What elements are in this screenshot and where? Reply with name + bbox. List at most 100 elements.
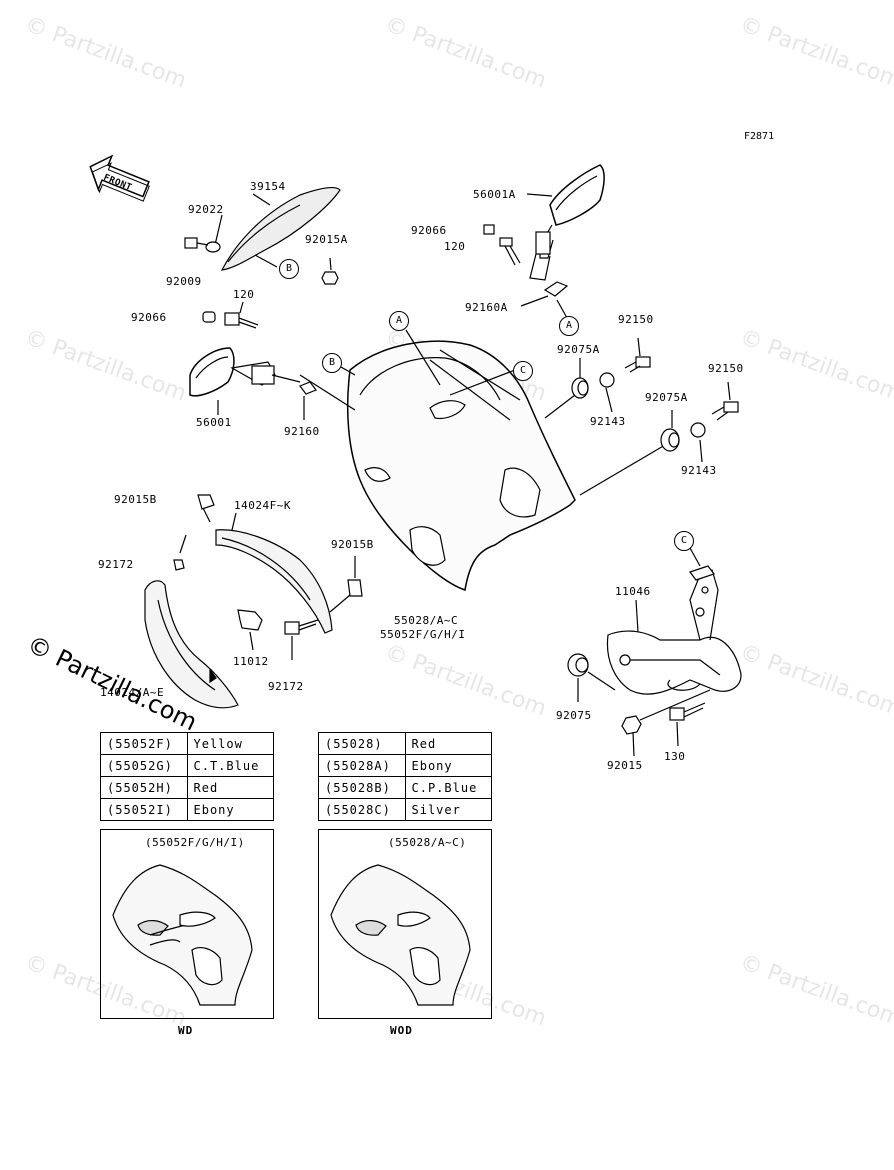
part-label-130: 130 <box>664 750 686 763</box>
part-label-92075A-a: 92075A <box>557 343 600 356</box>
part-label-92075A-b: 92075A <box>645 391 688 404</box>
upper-cowl-55028 <box>346 340 576 591</box>
table-cell-code: (55052F) <box>100 732 188 755</box>
part-label-92172-left: 92172 <box>98 558 134 571</box>
table-row: (55028A) Ebony <box>318 754 492 777</box>
washer-92022 <box>205 241 221 253</box>
part-label-92075: 92075 <box>556 709 592 722</box>
part-label-55028AC: 55028/A~C <box>394 614 459 627</box>
variant-panel-wd <box>100 829 274 1019</box>
cowl-variant-wd-illustration <box>112 864 253 1006</box>
plate-92160A <box>543 281 569 297</box>
lower-panel-14024AE <box>144 580 239 709</box>
table-cell-color: Yellow <box>186 732 274 755</box>
front-arrow-icon <box>89 154 150 202</box>
part-label-55052FGHI: 55052F/G/H/I <box>380 628 466 641</box>
callout-a-mirror: A <box>559 316 579 336</box>
table-cell-code: (55028C) <box>318 798 406 821</box>
callout-b-cover: B <box>279 259 299 279</box>
part-label-92172-bottom: 92172 <box>268 680 304 693</box>
part-label-92022: 92022 <box>188 203 224 216</box>
part-label-14024FK: 14024F~K <box>234 499 291 512</box>
bracket-11012 <box>237 609 263 631</box>
collar-92143-b <box>690 422 706 438</box>
callout-c-cowl: C <box>513 361 533 381</box>
part-label-92066-right: 92066 <box>411 224 447 237</box>
table-cell-code: (55028) <box>318 732 406 755</box>
stay-11046 <box>606 565 742 695</box>
table-cell-color: C.P.Blue <box>404 776 492 799</box>
part-label-92143-a: 92143 <box>590 415 626 428</box>
inner-panel-14024FK <box>215 529 333 634</box>
part-label-120-right: 120 <box>444 240 466 253</box>
part-label-120-left: 120 <box>233 288 255 301</box>
table-row: (55028C) Silver <box>318 798 492 821</box>
clip-92015B-right <box>347 579 363 597</box>
callout-c-stay: C <box>674 531 694 551</box>
table-cell-code: (55028A) <box>318 754 406 777</box>
table-row: (55052G) C.T.Blue <box>100 754 274 777</box>
part-label-56001: 56001 <box>196 416 232 429</box>
part-label-92150-b: 92150 <box>708 362 744 375</box>
cap-92066-right <box>483 224 495 235</box>
part-label-92015A: 92015A <box>305 233 348 246</box>
grommet-92075 <box>567 653 589 677</box>
part-label-11012: 11012 <box>233 655 269 668</box>
table-row: (55052I) Ebony <box>100 798 274 821</box>
table-cell-code: (55052G) <box>100 754 188 777</box>
screw-92172-left <box>173 559 185 571</box>
table-cell-color: Red <box>186 776 274 799</box>
part-label-92009: 92009 <box>166 275 202 288</box>
clip-92015B-left <box>197 494 215 510</box>
variant-panel-wod <box>318 829 492 1019</box>
part-label-92160A: 92160A <box>465 301 508 314</box>
cowl-variant-wod-illustration <box>330 864 471 1006</box>
table-row: (55028) Red <box>318 732 492 755</box>
nut-92015A <box>321 271 339 285</box>
table-cell-code: (55052H) <box>100 776 188 799</box>
bolt-92150-b <box>711 401 739 421</box>
mirror-56001 <box>189 347 301 397</box>
part-label-14024AE: 14024/A~E <box>100 686 165 699</box>
grommet-92075A-a <box>571 377 589 399</box>
color-table-55028: (55028) Red (55028A) Ebony (55028B) C.P.… <box>318 732 492 821</box>
part-label-92015: 92015 <box>607 759 643 772</box>
part-label-92150-a: 92150 <box>618 313 654 326</box>
callout-a-top: A <box>389 311 409 331</box>
part-label-92015B-right: 92015B <box>331 538 374 551</box>
variant-panel-wod-title: (55028/A~C) <box>388 836 467 849</box>
screw-92172-bottom <box>284 619 319 635</box>
cap-92066-left <box>202 311 216 323</box>
table-cell-code: (55028B) <box>318 776 406 799</box>
table-cell-color: Ebony <box>186 798 274 821</box>
part-label-92160: 92160 <box>284 425 320 438</box>
table-cell-code: (55052I) <box>100 798 188 821</box>
table-row: (55052F) Yellow <box>100 732 274 755</box>
variant-panel-wod-label: WOD <box>390 1024 413 1037</box>
table-cell-color: C.T.Blue <box>186 754 274 777</box>
table-row: (55028B) C.P.Blue <box>318 776 492 799</box>
color-table-55052: (55052F) Yellow (55052G) C.T.Blue (55052… <box>100 732 274 821</box>
nut-92015 <box>621 715 642 735</box>
table-row: (55052H) Red <box>100 776 274 799</box>
cover-39154 <box>220 186 341 271</box>
plate-92160 <box>299 381 317 395</box>
bolt-120-left <box>224 312 259 329</box>
table-cell-color: Silver <box>404 798 492 821</box>
table-cell-color: Red <box>404 732 492 755</box>
table-cell-color: Ebony <box>404 754 492 777</box>
collar-92143-a <box>599 372 615 388</box>
screw-92009 <box>184 237 209 249</box>
figure-code: F2871 <box>744 131 775 142</box>
bolt-92150-a <box>624 356 651 373</box>
bolt-120-right <box>499 237 521 266</box>
part-label-39154: 39154 <box>250 180 286 193</box>
part-label-56001A: 56001A <box>473 188 516 201</box>
mirror-56001A <box>529 164 605 281</box>
part-label-92143-b: 92143 <box>681 464 717 477</box>
part-label-92015B-left: 92015B <box>114 493 157 506</box>
grommet-92075A-b <box>660 428 680 452</box>
callout-b-cowl: B <box>322 353 342 373</box>
